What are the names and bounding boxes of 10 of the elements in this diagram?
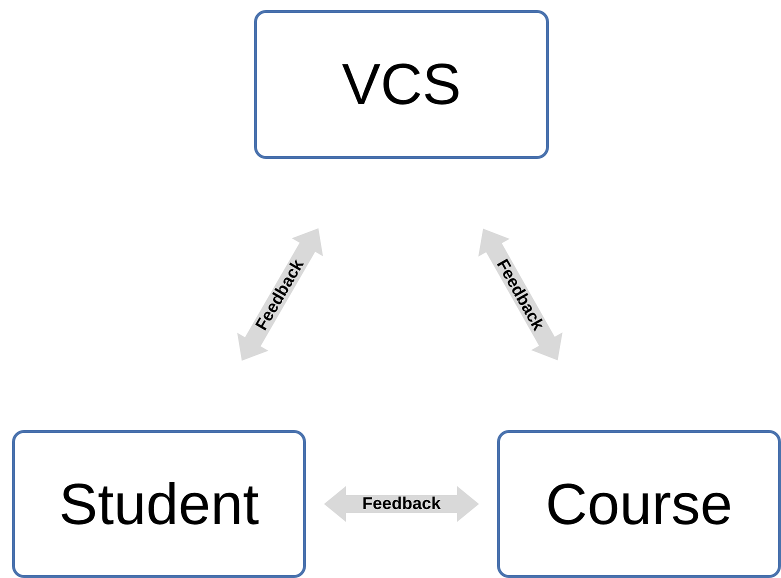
rounded-box [254,10,549,159]
double-arrow [324,486,479,522]
double-arrow [478,228,562,360]
node-label: Student [59,470,259,538]
node-label: VCS [342,51,462,118]
double-arrow [237,228,323,361]
edge-label: Feedback [362,494,441,514]
rounded-box [497,430,781,578]
rounded-box [12,430,306,578]
node-label: Course [546,470,732,538]
